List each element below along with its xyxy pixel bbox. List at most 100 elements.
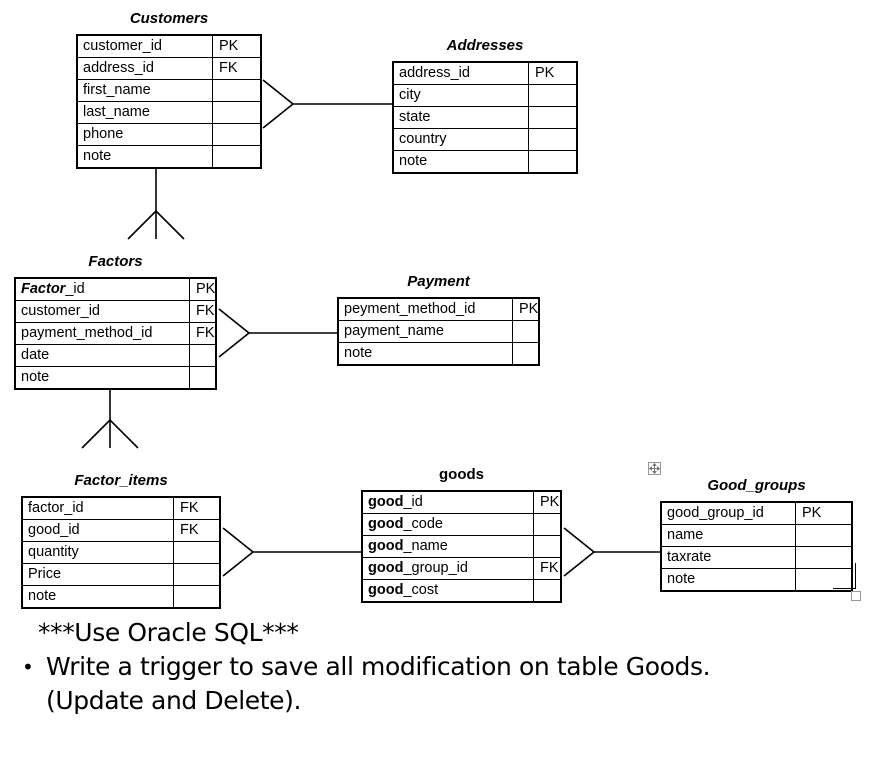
attribute-key bbox=[212, 101, 261, 124]
attribute-key bbox=[528, 128, 577, 151]
attribute-name-suffix: _name bbox=[403, 537, 448, 554]
instructions-heading: ***Use Oracle SQL*** bbox=[38, 618, 299, 647]
entity-box-payment: peyment_method_id PK payment_name note bbox=[337, 297, 540, 366]
attribute-key bbox=[173, 585, 220, 608]
attribute-name: note bbox=[15, 366, 190, 389]
table-row[interactable]: last_name bbox=[77, 101, 261, 124]
attribute-name: Factor_id bbox=[15, 278, 190, 301]
attribute-name-prefix: good bbox=[368, 537, 404, 554]
table-row[interactable]: good_id FK bbox=[22, 519, 220, 542]
attribute-key: FK bbox=[189, 322, 216, 345]
attribute-name: good_id bbox=[362, 491, 534, 514]
table-row[interactable]: state bbox=[393, 106, 577, 129]
table-row[interactable]: Price bbox=[22, 563, 220, 586]
table-row[interactable]: name bbox=[661, 524, 852, 547]
attribute-name-suffix: _id bbox=[403, 493, 423, 510]
attribute-name: good_id bbox=[22, 519, 174, 542]
table-row[interactable]: note bbox=[77, 145, 261, 168]
table-row[interactable]: customer_id FK bbox=[15, 300, 216, 323]
crowsfoot-many bbox=[218, 308, 251, 358]
selection-edge-right bbox=[855, 563, 857, 589]
table-row[interactable]: peyment_method_id PK bbox=[338, 298, 539, 321]
table-row[interactable]: Factor_id PK bbox=[15, 278, 216, 301]
attribute-name: good_name bbox=[362, 535, 534, 558]
bullet-icon: • bbox=[22, 655, 34, 679]
attribute-name-suffix: _cost bbox=[403, 581, 439, 598]
instructions-bullet-line-2: (Update and Delete). bbox=[46, 686, 302, 715]
attribute-key bbox=[173, 541, 220, 564]
instructions-bullet-line-1: Write a trigger to save all modification… bbox=[46, 652, 711, 681]
attribute-key: PK bbox=[533, 491, 561, 514]
move-four-arrow-icon[interactable] bbox=[648, 462, 661, 475]
attribute-key bbox=[528, 106, 577, 129]
attribute-name: quantity bbox=[22, 541, 174, 564]
attribute-key bbox=[533, 513, 561, 536]
entity-box-factors: Factor_id PK customer_id FK payment_meth… bbox=[14, 277, 217, 390]
relationship-customers-factors bbox=[127, 167, 185, 240]
attribute-key bbox=[512, 342, 539, 365]
attribute-name: good_cost bbox=[362, 579, 534, 602]
attribute-key bbox=[212, 79, 261, 102]
resize-handle-icon[interactable] bbox=[851, 591, 861, 601]
entity-title-good-groups: Good_groups bbox=[707, 477, 806, 494]
table-row[interactable]: note bbox=[338, 342, 539, 365]
table-row[interactable]: customer_id PK bbox=[77, 35, 261, 58]
table-row[interactable]: good_id PK bbox=[362, 491, 561, 514]
attribute-key bbox=[212, 145, 261, 168]
attribute-name: date bbox=[15, 344, 190, 367]
attribute-key bbox=[189, 344, 216, 367]
table-row[interactable]: note bbox=[15, 366, 216, 389]
crowsfoot-many bbox=[262, 79, 295, 129]
table-row[interactable]: good_code bbox=[362, 513, 561, 536]
attribute-name: note bbox=[22, 585, 174, 608]
entity-title-factor-items: Factor_items bbox=[74, 472, 168, 489]
table-row[interactable]: good_group_id FK bbox=[362, 557, 561, 580]
attribute-name-suffix: _code bbox=[403, 515, 443, 532]
instructions-block: ***Use Oracle SQL*** • Write a trigger t… bbox=[22, 616, 862, 718]
table-row[interactable]: quantity bbox=[22, 541, 220, 564]
table-row[interactable]: country bbox=[393, 128, 577, 151]
attribute-name: note bbox=[338, 342, 513, 365]
table-row[interactable]: good_name bbox=[362, 535, 561, 558]
table-row[interactable]: address_id FK bbox=[77, 57, 261, 80]
table-row[interactable]: payment_method_id FK bbox=[15, 322, 216, 345]
attribute-name: Price bbox=[22, 563, 174, 586]
attribute-key: PK bbox=[212, 35, 261, 58]
attribute-key bbox=[533, 535, 561, 558]
table-row[interactable]: payment_name bbox=[338, 320, 539, 343]
table-row[interactable]: first_name bbox=[77, 79, 261, 102]
table-row[interactable]: note bbox=[393, 150, 577, 173]
attribute-name: last_name bbox=[77, 101, 213, 124]
table-row[interactable]: taxrate bbox=[661, 546, 852, 569]
table-row[interactable]: address_id PK bbox=[393, 62, 577, 85]
attribute-key bbox=[212, 123, 261, 146]
attribute-name: state bbox=[393, 106, 529, 129]
attribute-name-prefix: good bbox=[368, 581, 404, 598]
table-row[interactable]: note bbox=[22, 585, 220, 608]
table-row[interactable]: date bbox=[15, 344, 216, 367]
attribute-name: good_code bbox=[362, 513, 534, 536]
table-row[interactable]: note bbox=[661, 568, 852, 591]
attribute-name: factor_id bbox=[22, 497, 174, 520]
entity-title-addresses: Addresses bbox=[446, 37, 524, 54]
instructions-bullet-item: • Write a trigger to save all modificati… bbox=[22, 650, 862, 684]
entity-title-goods: goods bbox=[439, 466, 484, 483]
attribute-name: customer_id bbox=[15, 300, 190, 323]
attribute-key: FK bbox=[189, 300, 216, 323]
attribute-name: city bbox=[393, 84, 529, 107]
entity-box-addresses: address_id PK city state country note bbox=[392, 61, 578, 174]
attribute-name-prefix: Factor bbox=[21, 280, 66, 297]
table-row[interactable]: good_group_id PK bbox=[661, 502, 852, 525]
table-row[interactable]: factor_id FK bbox=[22, 497, 220, 520]
table-row[interactable]: city bbox=[393, 84, 577, 107]
table-row[interactable]: good_cost bbox=[362, 579, 561, 602]
entity-title-payment: Payment bbox=[407, 273, 470, 290]
attribute-name: good_group_id bbox=[362, 557, 534, 580]
crowsfoot-many bbox=[127, 209, 185, 240]
table-row[interactable]: phone bbox=[77, 123, 261, 146]
relationship-factor-items-goods bbox=[222, 527, 361, 577]
entity-box-goods: good_id PK good_code good_name good_grou… bbox=[361, 490, 562, 603]
attribute-key bbox=[795, 524, 852, 547]
attribute-key bbox=[528, 150, 577, 173]
